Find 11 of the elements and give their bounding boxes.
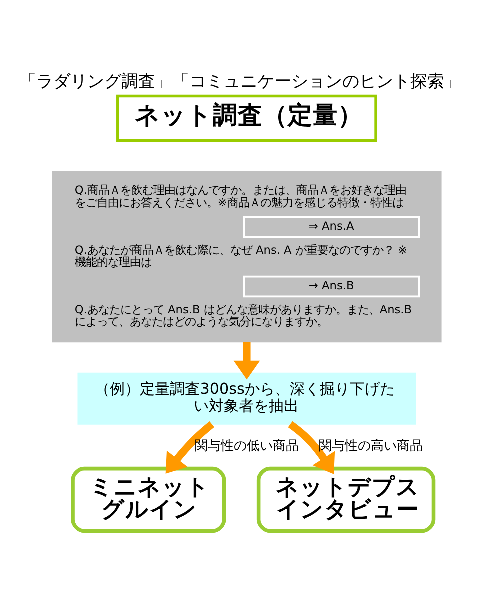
edge-label: 関与性の高い商品 xyxy=(318,438,423,454)
node-box: Q.商品Ａを飲む理由はなんですか。または、商品Ａをお好きな理由をご自由にお答えください。※商品Ａの魅力を感じる特徴・特性は ⇒ Ans.A Q.あなたが商品Ａを飲む際に、なぜ Ans. A が重要なのですか？ ※機能的な理由は → Ans.B Q.あなたにとって Ans.B はどんな意味がありますか。また、Ans.B によって、あなたはどのような気分になりますか。 xyxy=(52,170,442,342)
diagram-title: 「ラダリング調査」「コミュニケーションのヒント探索」 xyxy=(20,72,462,92)
edge-label: 関与性の低い商品 xyxy=(194,438,299,454)
arrow xyxy=(234,342,260,380)
node-box: ミニネットグルイン xyxy=(71,466,226,533)
node-box: ネット調査（定量） xyxy=(116,94,378,142)
arrow xyxy=(166,420,214,474)
node-box: ネットデプスインタビュー xyxy=(256,466,436,533)
node-box: （例）定量調査300ssから、深く掘り下げたい対象者を抽出 xyxy=(78,372,416,424)
arrow xyxy=(288,420,336,474)
